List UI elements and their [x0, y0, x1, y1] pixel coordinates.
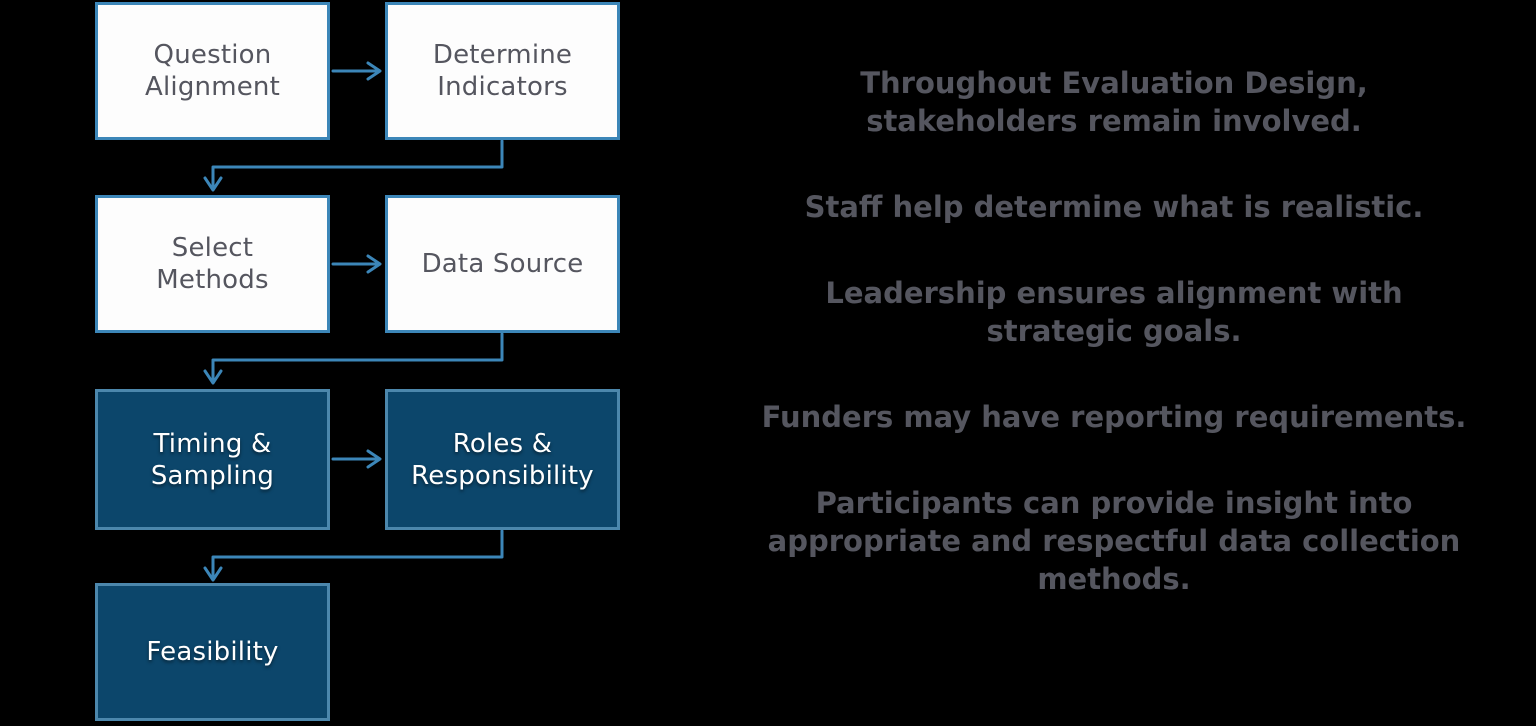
- note-paragraph-stakeholders: Throughout Evaluation Design, stakeholde…: [692, 64, 1536, 140]
- note-line: Leadership ensures alignment with: [825, 276, 1403, 310]
- note-paragraph-participants: Participants can provide insight into ap…: [692, 484, 1536, 598]
- flow-box-label-line: Indicators: [437, 72, 568, 102]
- elbow-source-to-timing: [203, 332, 504, 385]
- arrow-timing-to-roles: [331, 449, 382, 469]
- arrow-question-to-indicators: [331, 61, 382, 81]
- flow-box-question-alignment: Question Alignment: [95, 2, 330, 140]
- flow-box-label-line: Feasibility: [146, 637, 279, 667]
- flow-box-label-line: Determine: [432, 40, 573, 70]
- note-line: Staff help determine what is realistic.: [804, 190, 1424, 224]
- note-paragraph-leadership: Leadership ensures alignment with strate…: [692, 274, 1536, 350]
- note-line: Funders may have reporting requirements.: [761, 400, 1467, 434]
- note-line: methods.: [1037, 562, 1191, 596]
- flowchart: Question Alignment Determine Indicators …: [0, 0, 680, 726]
- note-line: Throughout Evaluation Design,: [860, 66, 1368, 100]
- flow-box-feasibility: Feasibility: [95, 583, 330, 721]
- arrow-methods-to-source: [331, 254, 382, 274]
- flow-box-label-line: Methods: [156, 265, 269, 295]
- note-line: strategic goals.: [986, 314, 1242, 348]
- flow-box-label-line: Data Source: [421, 249, 584, 279]
- note-line: stakeholders remain involved.: [866, 104, 1362, 138]
- flow-box-data-source: Data Source: [385, 195, 620, 333]
- flow-box-timing-sampling: Timing & Sampling: [95, 389, 330, 530]
- flow-box-label-line: Question: [153, 40, 272, 70]
- flow-box-label-line: Timing &: [153, 428, 272, 459]
- note-paragraph-funders: Funders may have reporting requirements.: [692, 398, 1536, 436]
- note-line: appropriate and respectful data collecti…: [767, 524, 1461, 558]
- flow-box-label-line: Responsibility: [411, 460, 594, 491]
- flow-box-label-line: Alignment: [144, 72, 280, 102]
- note-line: Participants can provide insight into: [815, 486, 1413, 520]
- elbow-indicators-to-methods: [203, 139, 504, 192]
- stakeholder-notes: Throughout Evaluation Design, stakeholde…: [692, 0, 1536, 726]
- flow-box-roles-responsibility: Roles & Responsibility: [385, 389, 620, 530]
- note-paragraph-staff: Staff help determine what is realistic.: [692, 188, 1536, 226]
- flow-box-select-methods: Select Methods: [95, 195, 330, 333]
- flow-box-label-line: Select: [171, 233, 254, 263]
- flow-box-label-line: Roles &: [452, 428, 553, 459]
- flow-box-determine-indicators: Determine Indicators: [385, 2, 620, 140]
- elbow-roles-to-feasibility: [203, 529, 504, 582]
- flow-box-label-line: Sampling: [150, 460, 275, 491]
